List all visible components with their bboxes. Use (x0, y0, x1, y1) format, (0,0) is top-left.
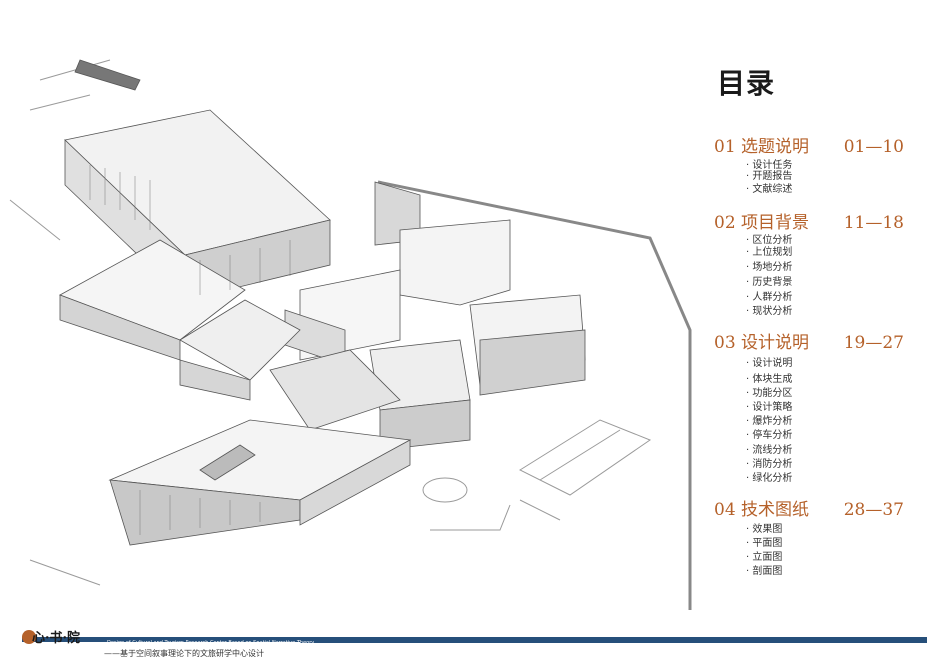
section-title: 04 技术图纸 (714, 500, 810, 520)
architecture-axonometric-illustration (9, 59, 692, 610)
list-item: 场地分析 (746, 260, 904, 275)
footer-rule (300, 642, 927, 643)
section-title: 02 项目背景 (714, 213, 810, 233)
list-item: 平面图 (746, 537, 904, 551)
list-item: 区位分析 (746, 236, 904, 246)
section-pages: 11—18 (843, 213, 904, 233)
toc-section-4[interactable]: 04 技术图纸 28—37 效果图 平面图 立面图 剖面图 (714, 500, 904, 579)
toc-section-head: 02 项目背景 11—18 (714, 213, 904, 233)
section-items: 区位分析 上位规划 场地分析 历史背景 人群分析 现状分析 (746, 236, 904, 319)
list-item: 停车分析 (746, 428, 904, 443)
section-items: 效果图 平面图 立面图 剖面图 (746, 523, 904, 579)
list-item: 设计任务 (746, 160, 904, 171)
section-pages: 01—10 (843, 137, 904, 157)
footer-subtitle-cn: ——基于空间叙事理论下的文旅研学中心设计 (104, 649, 264, 658)
logo-seal-icon (22, 629, 36, 644)
section-pages: 28—37 (843, 500, 904, 520)
toc-section-2[interactable]: 02 项目背景 11—18 区位分析 上位规划 场地分析 历史背景 人群分析 现… (714, 213, 904, 319)
toc-section-head: 04 技术图纸 28—37 (714, 500, 904, 520)
section-title: 01 选题说明 (714, 137, 810, 157)
logo-text: 心·书·院 (32, 631, 81, 646)
list-item: 剖面图 (746, 565, 904, 579)
list-item: 设计策略 (746, 400, 904, 415)
list-item: 开题报告 (746, 171, 904, 182)
list-item: 绿化分析 (746, 472, 904, 486)
list-item: 体块生成 (746, 372, 904, 387)
toc-section-head: 03 设计说明 19—27 (714, 333, 904, 353)
list-item: 现状分析 (746, 305, 904, 319)
footer-subtitle-en: Design of Cultural and Tourism Research … (107, 640, 315, 646)
section-pages: 19—27 (843, 333, 904, 353)
list-item: 功能分区 (746, 387, 904, 400)
list-item: 人群分析 (746, 290, 904, 305)
list-item: 流线分析 (746, 443, 904, 458)
section-items: 设计说明 体块生成 功能分区 设计策略 爆炸分析 停车分析 流线分析 消防分析 … (746, 356, 904, 486)
toc-title: 目录 (717, 67, 776, 100)
section-title: 03 设计说明 (714, 333, 810, 353)
list-item: 立面图 (746, 551, 904, 565)
section-items: 设计任务 开题报告 文献综述 (746, 160, 904, 198)
toc-section-3[interactable]: 03 设计说明 19—27 设计说明 体块生成 功能分区 设计策略 爆炸分析 停… (714, 333, 904, 486)
toc-section-1[interactable]: 01 选题说明 01—10 设计任务 开题报告 文献综述 (714, 137, 904, 198)
list-item: 历史背景 (746, 275, 904, 290)
toc-section-head: 01 选题说明 01—10 (714, 137, 904, 157)
logo: 心·书·院 (22, 627, 80, 646)
list-item: 爆炸分析 (746, 415, 904, 428)
list-item: 设计说明 (746, 356, 904, 372)
list-item: 上位规划 (746, 246, 904, 260)
list-item: 消防分析 (746, 458, 904, 472)
list-item: 文献综述 (746, 182, 904, 198)
footer-bar (22, 637, 927, 642)
list-item: 效果图 (746, 523, 904, 537)
